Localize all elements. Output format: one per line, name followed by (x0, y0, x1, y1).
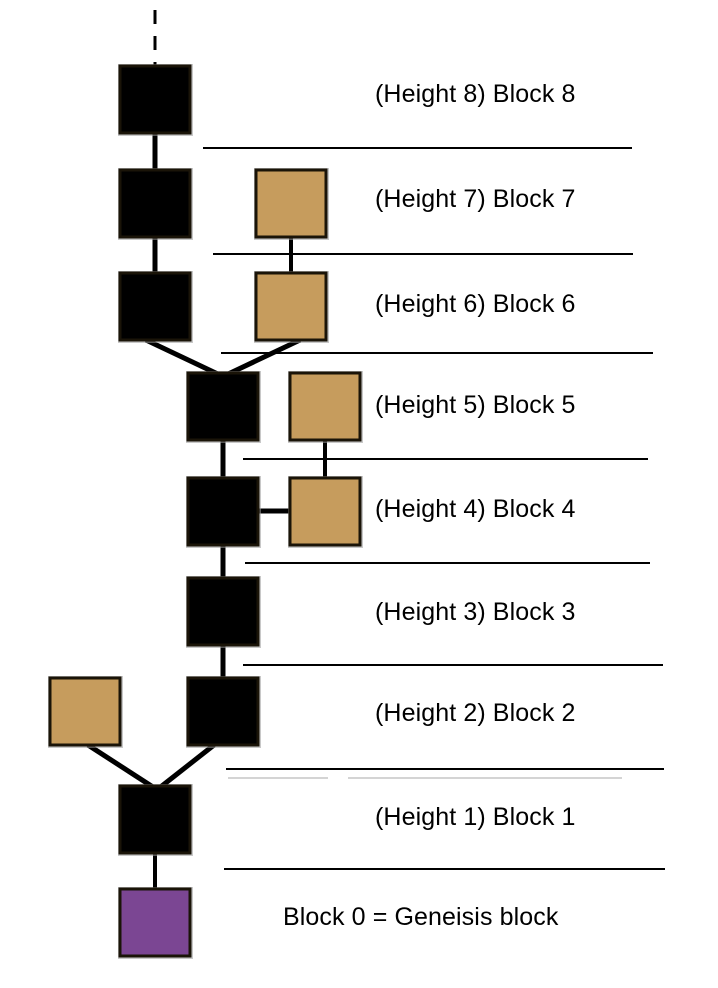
block-node-block-5-orphan[interactable] (288, 371, 363, 443)
block-node-block-8[interactable] (118, 64, 193, 136)
height-label-h2: (Height 2) Block 2 (375, 699, 576, 727)
connector-conn-6orphan-to-5 (222, 337, 302, 379)
height-separator-lines (203, 147, 665, 871)
block-face-main (118, 784, 192, 855)
block-node-block-6-orphan[interactable] (254, 271, 329, 343)
block-face-orphan (254, 271, 328, 342)
block-face-genesis (118, 887, 192, 958)
block-node-block-4-orphan[interactable] (288, 476, 363, 548)
height-label-h7: (Height 7) Block 7 (375, 185, 576, 213)
block-face-orphan (254, 168, 328, 239)
block-node-block-5-main[interactable] (186, 371, 261, 443)
block-face-orphan (288, 476, 362, 547)
connector-conn-2orphan-to-1 (86, 742, 158, 792)
block-node-block-7-main[interactable] (118, 168, 193, 240)
block-node-block-1-main[interactable] (118, 784, 193, 856)
height-label-h1: (Height 1) Block 1 (375, 803, 576, 831)
block-face-main (118, 271, 192, 342)
connector-conn-2-to-1 (156, 743, 216, 791)
height-label-h6: (Height 6) Block 6 (375, 290, 576, 318)
block-nodes (48, 64, 363, 959)
height-label-h4: (Height 4) Block 4 (375, 495, 576, 523)
block-node-block-4-main[interactable] (186, 476, 261, 548)
block-face-main (118, 64, 192, 135)
block-node-block-0-genesis[interactable] (118, 887, 193, 959)
height-label-h8: (Height 8) Block 8 (375, 80, 576, 108)
height-label-h5: (Height 5) Block 5 (375, 391, 576, 419)
height-label-h3: (Height 3) Block 3 (375, 598, 576, 626)
block-face-main (118, 168, 192, 239)
block-node-block-7-orphan[interactable] (254, 168, 329, 240)
block-node-block-2-orphan[interactable] (48, 676, 123, 748)
block-face-main (186, 476, 260, 547)
connector-conn-6-to-5 (144, 337, 224, 379)
block-face-orphan (48, 676, 122, 747)
block-node-block-6-main[interactable] (118, 271, 193, 343)
block-face-main (186, 676, 260, 747)
block-face-main (186, 371, 260, 442)
block-node-block-3-main[interactable] (186, 576, 261, 648)
block-face-main (186, 576, 260, 647)
block-node-block-2-main[interactable] (186, 676, 261, 748)
height-label-h0: Block 0 = Geneisis block (283, 903, 559, 931)
block-face-orphan (288, 371, 362, 442)
block-connector-lines (86, 133, 327, 889)
